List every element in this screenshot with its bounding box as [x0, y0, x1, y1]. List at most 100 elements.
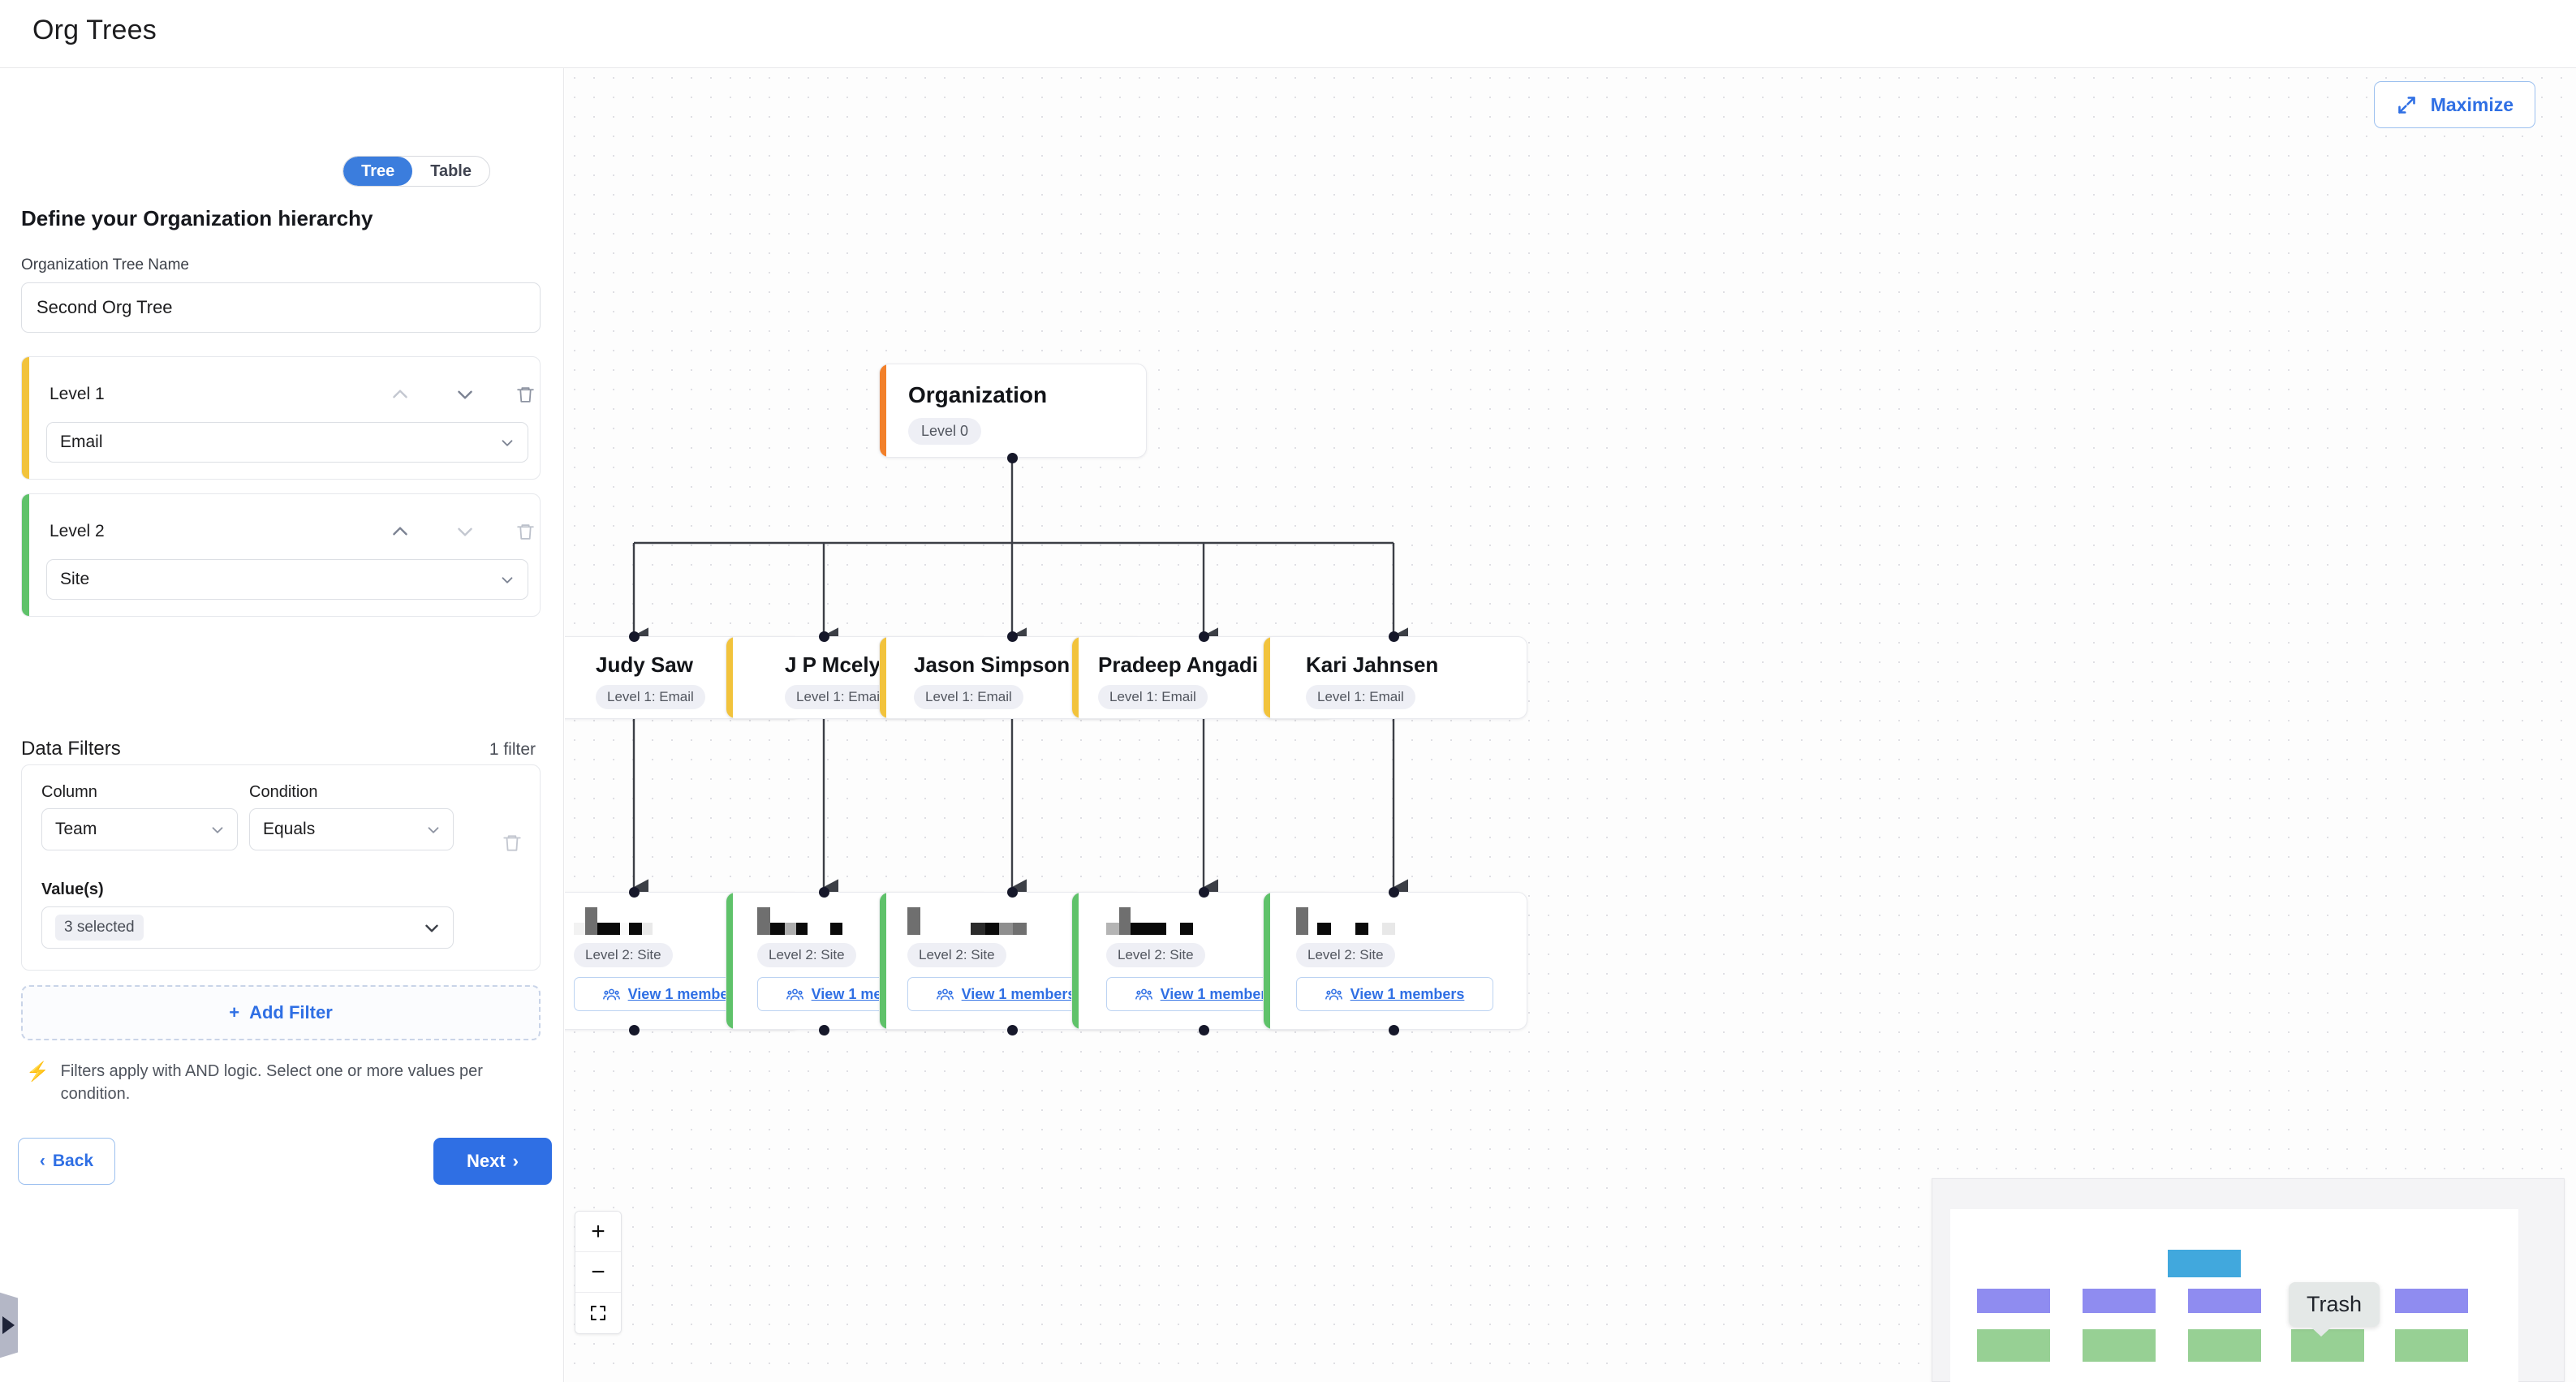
node-port-bottom [1199, 1025, 1209, 1035]
node-accent-bar [726, 893, 733, 1029]
zoom-controls[interactable]: + − [575, 1211, 622, 1334]
filter-count-badge: 1 filter [489, 740, 536, 759]
minimap-node-level1 [2395, 1289, 2468, 1313]
view-members-button[interactable]: View 1 members [1296, 977, 1493, 1011]
node-port-top [1389, 631, 1399, 642]
tab-table[interactable]: Table [412, 157, 489, 186]
level-card-1[interactable]: Level 1 Email [21, 356, 541, 480]
people-icon [602, 988, 620, 1000]
level-field-select-2[interactable]: Site [46, 559, 528, 600]
node-port-top [1007, 631, 1018, 642]
node-title-redacted [574, 907, 653, 935]
app-header: Org Trees [0, 0, 2576, 68]
filter-column-value: Team [55, 820, 97, 838]
level-field-value-2: Site [60, 570, 90, 588]
chevron-right-icon: › [512, 1151, 519, 1171]
lightning-icon: ⚡ [26, 1061, 50, 1082]
chevron-down-icon [458, 390, 472, 399]
selected-values-chip: 3 selected [55, 915, 144, 941]
chevron-left-icon: ‹ [39, 1152, 45, 1170]
node-title: Organization [908, 382, 1048, 407]
minimap-node-root [2168, 1250, 2241, 1277]
fit-view-icon [591, 1306, 605, 1320]
tab-tree[interactable]: Tree [343, 157, 413, 186]
minimap-node-level2 [2083, 1329, 2156, 1362]
tree-name-input[interactable] [21, 282, 541, 333]
move-level-up-button-1[interactable] [386, 380, 415, 409]
chevron-down-icon [458, 527, 472, 536]
node-port-bottom [1007, 1025, 1018, 1035]
node-port-top [629, 631, 640, 642]
minimap-node-level1 [1977, 1289, 2050, 1313]
move-level-up-button-2[interactable] [386, 517, 415, 546]
people-icon [1135, 988, 1152, 1000]
node-level-badge: Level 1: Email [1098, 685, 1208, 709]
node-level-badge: Level 2: Site [1106, 943, 1205, 967]
move-level-down-button-2[interactable] [450, 517, 480, 546]
node-port-top [1199, 631, 1209, 642]
back-button[interactable]: ‹ Back [18, 1138, 115, 1185]
maximize-label: Maximize [2430, 93, 2514, 115]
node-title: Pradeep Angadi [1098, 652, 1258, 677]
delete-level-button-1[interactable] [510, 380, 540, 409]
sidebar-drawer-handle[interactable] [0, 1289, 18, 1361]
add-filter-button[interactable]: + Add Filter [21, 985, 541, 1040]
chevron-down-icon [209, 821, 226, 844]
node-level-badge: Level 2: Site [574, 943, 673, 967]
fit-view-button[interactable] [575, 1293, 621, 1333]
level-field-select-1[interactable]: Email [46, 422, 528, 463]
level-accent-bar [22, 494, 29, 616]
node-port-top [1007, 887, 1018, 898]
level-card-2[interactable]: Level 2 Site [21, 493, 541, 617]
org-node-level1-5[interactable]: Kari Jahnsen Level 1: Email [1263, 636, 1527, 719]
node-port-bottom [1007, 453, 1018, 463]
node-level-badge: Level 0 [908, 418, 982, 445]
column-label: Column [41, 783, 97, 801]
minimap-node-level2 [2395, 1329, 2468, 1362]
delete-level-button-2[interactable] [510, 517, 540, 546]
node-port-top [1199, 887, 1209, 898]
level-field-value-1: Email [60, 433, 103, 451]
level-name-1: Level 1 [50, 385, 105, 403]
zoom-out-button[interactable]: − [575, 1252, 621, 1293]
zoom-in-button[interactable]: + [575, 1212, 621, 1252]
org-node-root[interactable]: Organization Level 0 [879, 364, 1147, 458]
filter-column-select[interactable]: Team [41, 808, 238, 850]
node-accent-bar [1072, 637, 1079, 718]
trash-tooltip: Trash [2289, 1282, 2380, 1337]
node-level-badge: Level 2: Site [757, 943, 856, 967]
view-mode-toggle[interactable]: Tree Table [342, 156, 490, 187]
chevron-up-icon [393, 390, 407, 398]
next-button[interactable]: Next › [433, 1138, 552, 1185]
view-members-label: View 1 members [1160, 985, 1275, 1002]
node-level-badge: Level 1: Email [596, 685, 705, 709]
org-node-level2-5[interactable]: Level 2: Site View 1 members [1263, 892, 1527, 1030]
node-port-top [1389, 887, 1399, 898]
minimap-node-level2 [2188, 1329, 2261, 1362]
chevron-down-icon [498, 434, 516, 457]
tree-name-label: Organization Tree Name [21, 256, 189, 273]
maximize-button[interactable]: Maximize [2373, 81, 2535, 128]
node-level-badge: Level 1: Email [914, 685, 1023, 709]
add-filter-label: Add Filter [249, 1002, 333, 1023]
filter-logic-text: Filters apply with AND logic. Select one… [60, 1062, 483, 1104]
node-title: Kari Jahnsen [1306, 652, 1439, 677]
level-name-2: Level 2 [50, 522, 105, 540]
values-label: Value(s) [41, 880, 104, 898]
node-level-badge: Level 2: Site [907, 943, 1006, 967]
filter-logic-note: ⚡ Filters apply with AND logic. Select o… [26, 1060, 529, 1106]
node-accent-bar [880, 637, 886, 718]
node-title: Jason Simpson [914, 652, 1070, 677]
filter-values-select[interactable]: 3 selected [41, 906, 454, 949]
node-accent-bar [1072, 893, 1079, 1029]
canvas-minimap[interactable] [1932, 1178, 2565, 1382]
filter-condition-select[interactable]: Equals [249, 808, 454, 850]
move-level-down-button-1[interactable] [450, 380, 480, 409]
minimap-node-level1 [2188, 1289, 2261, 1313]
view-members-label: View 1 members [961, 985, 1076, 1002]
delete-filter-button[interactable] [498, 829, 527, 858]
node-level-badge: Level 2: Site [1296, 943, 1395, 967]
node-port-top [629, 887, 640, 898]
filter-row: Column Condition Team Equals Value(s) 3 … [21, 764, 541, 971]
org-tree-canvas[interactable]: Maximize [565, 68, 2576, 1382]
